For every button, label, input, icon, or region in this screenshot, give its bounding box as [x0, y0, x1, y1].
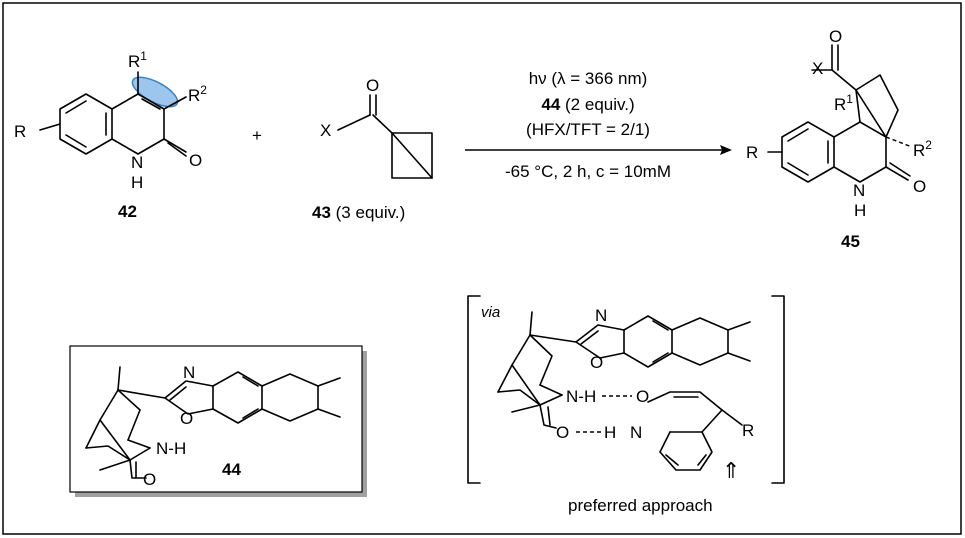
label-O-complex-ring: O — [590, 353, 603, 372]
condition-catalyst: 44 (2 equiv.) — [541, 95, 634, 114]
label-N-45: N — [853, 181, 865, 200]
label-O-44-ring: O — [180, 409, 193, 428]
label-R1-45: R1 — [834, 92, 853, 114]
label-R-complex: R — [742, 421, 754, 440]
label-H-42: H — [131, 173, 143, 192]
approach-arrow-icon: ⇑ — [722, 458, 740, 483]
structure-45 — [767, 44, 913, 183]
via-label: via — [481, 304, 500, 321]
structure-44 — [85, 366, 341, 479]
preferred-approach-label: preferred approach — [568, 496, 713, 515]
label-R2-45: R2 — [913, 138, 932, 160]
label-H-complex: H — [604, 423, 616, 442]
label-O-45-amide: O — [913, 177, 926, 196]
compound-label-42: 42 — [118, 202, 137, 221]
bracket-left — [467, 295, 481, 484]
plus-sign: + — [252, 126, 262, 145]
reaction-arrow-head — [720, 145, 732, 155]
label-R-42: R — [14, 122, 26, 141]
label-O-complex-amide: O — [556, 423, 569, 442]
structure-complex — [497, 311, 751, 471]
catalyst-box-label: 44 — [222, 460, 241, 479]
label-X-43: X — [320, 121, 331, 140]
label-O-45: O — [829, 27, 842, 46]
catalyst-box — [69, 345, 363, 493]
label-N-complex: N — [595, 306, 607, 325]
compound-label-45: 45 — [841, 232, 860, 251]
label-N-44: N — [183, 363, 195, 382]
label-H-45: H — [854, 201, 866, 220]
label-NH-complex: N-H — [566, 387, 596, 406]
label-X-45: X — [812, 59, 823, 78]
condition-light: hν (λ = 366 nm) — [529, 69, 648, 88]
label-O-44-amide: O — [143, 470, 156, 489]
label-O-complex-quinolone: O — [636, 387, 649, 406]
structure-42 — [39, 71, 187, 157]
label-R1-42: R1 — [128, 49, 147, 71]
label-N-complex-quinolone: N — [630, 423, 642, 442]
label-N-42: N — [131, 153, 143, 172]
label-R2-42: R2 — [188, 83, 207, 105]
structure-43 — [337, 94, 433, 179]
label-R-45: R — [746, 143, 758, 162]
compound-label-43: 43 (3 equiv.) — [312, 203, 405, 222]
label-NH-44: N-H — [156, 439, 186, 458]
label-O-42: O — [189, 151, 202, 170]
condition-temperature: -65 °C, 2 h, c = 10mM — [505, 162, 671, 181]
condition-solvent: (HFX/TFT = 2/1) — [526, 120, 650, 139]
label-O-43: O — [366, 76, 379, 95]
bracket-right — [771, 295, 785, 484]
